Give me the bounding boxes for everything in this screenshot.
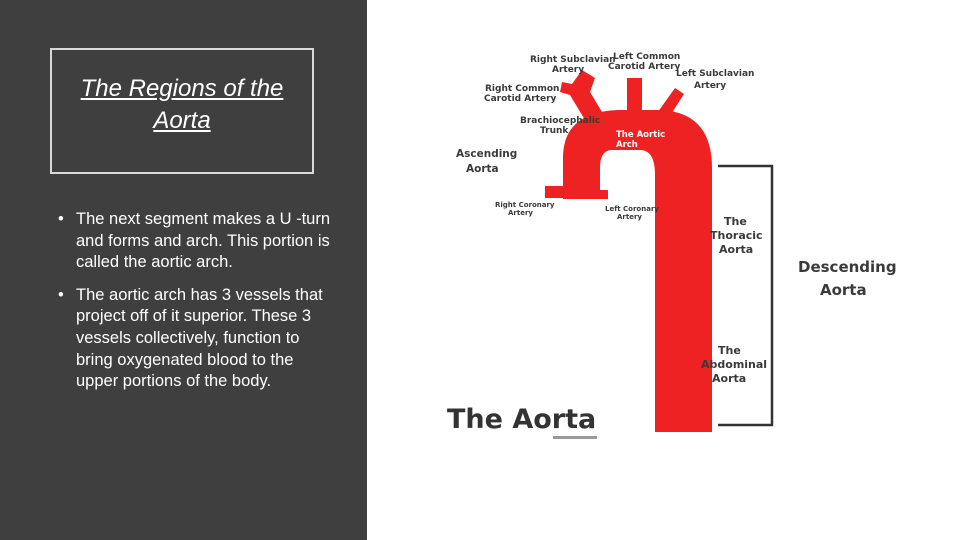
label-right-coronary-2: Artery bbox=[508, 209, 533, 217]
brachiocephalic-branch bbox=[560, 70, 602, 120]
left-common-carotid-branch bbox=[627, 78, 642, 118]
bullet-item: • The next segment makes a U -turn and fo… bbox=[58, 209, 338, 274]
bullet-text: The next segment makes a U -turn and for… bbox=[76, 210, 331, 272]
label-brachiocephalic: Brachiocephalic bbox=[520, 116, 600, 126]
label-left-common-carotid-2: Carotid Artery bbox=[608, 62, 681, 72]
ascending-aorta-shape bbox=[563, 165, 600, 199]
label-brachiocephalic-2: Trunk bbox=[540, 126, 569, 136]
label-aortic-arch-2: Arch bbox=[616, 140, 638, 150]
credit-mark bbox=[553, 436, 597, 439]
label-left-common-carotid: Left Common bbox=[613, 52, 680, 62]
label-right-coronary: Right Coronary bbox=[495, 201, 555, 209]
bullet-dot-icon: • bbox=[58, 210, 64, 228]
aortic-arch-shape bbox=[563, 110, 712, 432]
label-left-subclavian-2: Artery bbox=[694, 81, 726, 91]
label-descending: Descending bbox=[798, 258, 897, 276]
label-descending-2: Aorta bbox=[820, 281, 867, 299]
slide-title: The Regions of the Aorta bbox=[80, 75, 284, 134]
label-abdominal-2: Abdominal bbox=[701, 358, 767, 371]
label-thoracic-2: Thoracic bbox=[710, 229, 763, 242]
label-right-subclavian-2: Artery bbox=[552, 65, 584, 75]
diagram-title: The Aorta bbox=[447, 404, 596, 435]
label-thoracic: The bbox=[724, 215, 747, 228]
label-left-coronary-2: Artery bbox=[617, 213, 642, 221]
title-box: The Regions of the Aorta bbox=[50, 48, 314, 174]
label-right-common-carotid: Right Common bbox=[485, 84, 559, 94]
label-left-coronary: Left Coronary bbox=[605, 205, 659, 213]
label-right-subclavian: Right Subclavian bbox=[530, 55, 616, 65]
aorta-diagram: Right Subclavian Artery Left Common Caro… bbox=[420, 40, 930, 460]
left-panel: The Regions of the Aorta • The next segme… bbox=[0, 0, 367, 540]
aorta-svg: Right Subclavian Artery Left Common Caro… bbox=[447, 52, 897, 439]
label-right-common-carotid-2: Carotid Artery bbox=[484, 94, 557, 104]
label-abdominal: The bbox=[718, 344, 741, 357]
label-ascending-2: Aorta bbox=[466, 163, 499, 175]
label-aortic-arch: The Aortic bbox=[616, 130, 665, 140]
bullet-item: • The aortic arch has 3 vessels that proj… bbox=[58, 285, 338, 393]
label-abdominal-3: Aorta bbox=[712, 372, 746, 385]
right-coronary-stub bbox=[545, 186, 565, 198]
left-coronary-stub bbox=[598, 190, 608, 199]
bullet-list: • The next segment makes a U -turn and fo… bbox=[58, 209, 338, 404]
label-left-subclavian: Left Subclavian bbox=[676, 69, 754, 79]
labels: Right Subclavian Artery Left Common Caro… bbox=[447, 52, 897, 435]
aorta-vessel bbox=[545, 70, 712, 432]
bullet-dot-icon: • bbox=[58, 285, 64, 304]
label-thoracic-3: Aorta bbox=[719, 243, 753, 256]
descending-bracket bbox=[718, 164, 774, 427]
label-ascending: Ascending bbox=[456, 148, 517, 160]
left-subclavian-branch bbox=[655, 88, 684, 122]
bullet-text: The aortic arch has 3 vessels that proje… bbox=[76, 285, 323, 391]
